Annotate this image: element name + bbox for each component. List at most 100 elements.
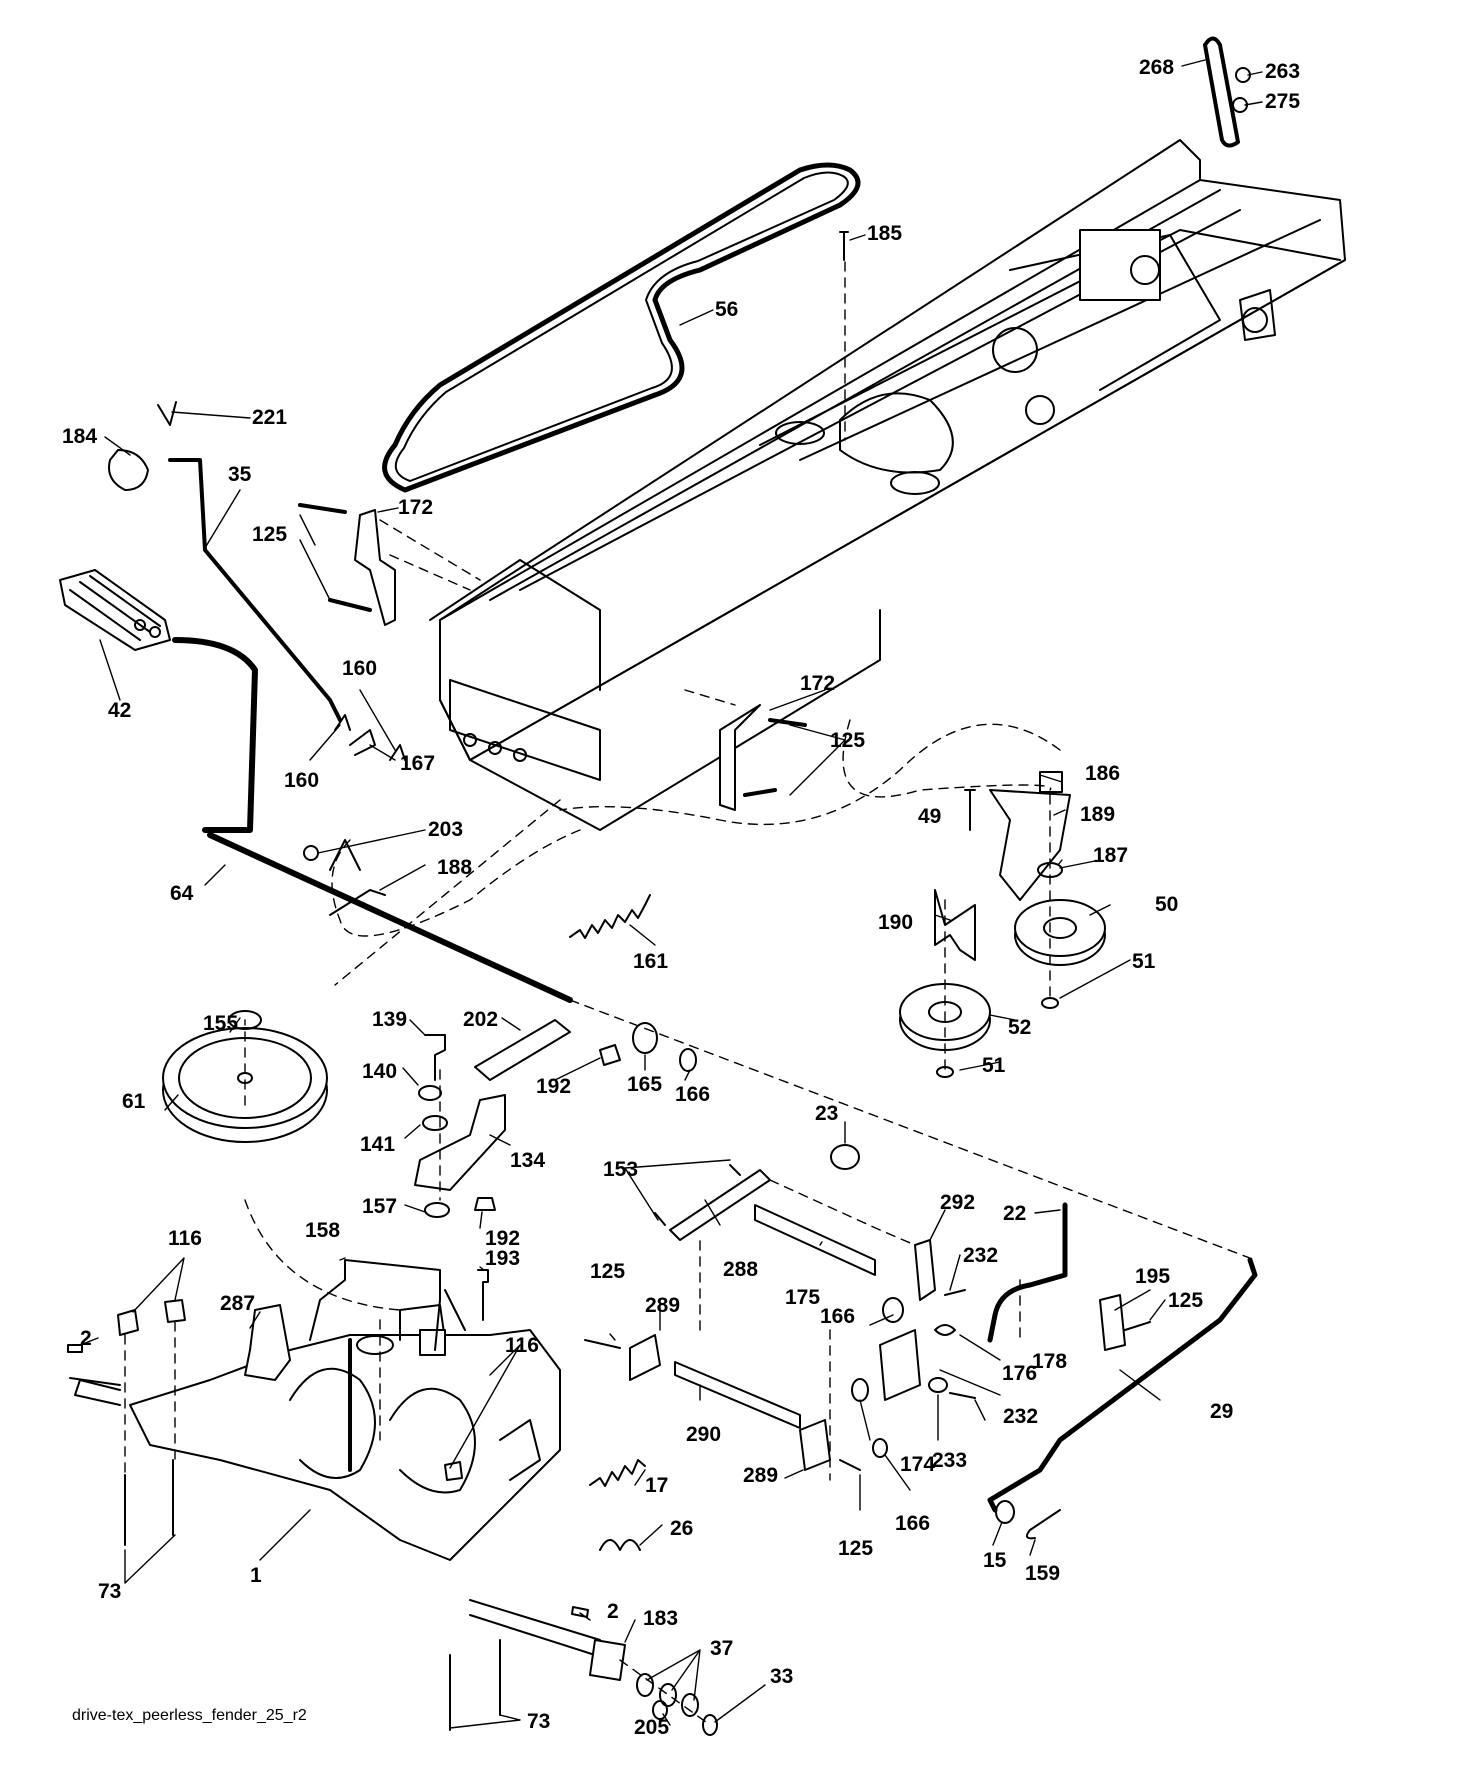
callout-116-top: 116	[168, 1227, 202, 1250]
key-2-a	[67, 1344, 83, 1353]
callout-73-bottom: 73	[527, 1710, 550, 1733]
pulley-50	[1014, 899, 1106, 966]
pedal-arm-64	[172, 637, 573, 1003]
bolt-139	[424, 1034, 446, 1081]
nut-116-c	[444, 1461, 463, 1481]
bolt-125-f	[584, 1339, 621, 1349]
ring-155	[228, 1010, 262, 1030]
washer-166-b	[882, 1297, 904, 1323]
callout-125-mid: 125	[1168, 1289, 1203, 1312]
bracket-289-b	[799, 1419, 831, 1471]
bolt-125-c	[768, 718, 807, 727]
callout-232-lower: 232	[1003, 1405, 1038, 1428]
callout-288: 288	[723, 1258, 758, 1281]
callout-153: 153	[603, 1158, 638, 1181]
clip-33	[702, 1714, 718, 1736]
callout-141: 141	[360, 1133, 395, 1156]
callout-174: 174	[900, 1453, 935, 1476]
bushing-183	[589, 1639, 626, 1681]
bracket-158	[309, 1259, 466, 1351]
bracket-289-a	[629, 1334, 661, 1381]
callout-125-left: 125	[252, 523, 287, 546]
callout-289-upper: 289	[645, 1294, 680, 1317]
callout-289-lower: 289	[743, 1464, 778, 1487]
callout-56: 56	[715, 298, 738, 321]
washer-37-b	[659, 1683, 677, 1707]
callout-195: 195	[1135, 1265, 1170, 1288]
callout-52: 52	[1008, 1016, 1031, 1039]
pedal-pad-42	[59, 569, 171, 651]
cotter-pin-159	[1025, 1509, 1061, 1540]
leader-lines	[79, 59, 1263, 1729]
cable-268	[1203, 36, 1251, 148]
callout-167: 167	[400, 752, 435, 775]
callout-233: 233	[932, 1449, 967, 1472]
callout-64: 64	[170, 882, 194, 905]
callout-189: 189	[1080, 803, 1115, 826]
nut-116-b	[164, 1299, 186, 1323]
callout-185: 185	[867, 222, 902, 245]
callout-2-left: 2	[80, 1327, 92, 1350]
pulley-61	[162, 1027, 328, 1143]
bracket-134	[414, 1094, 506, 1191]
belt-56	[382, 162, 861, 493]
clip-160-b	[334, 714, 351, 731]
bolt-125-a	[298, 503, 347, 514]
callout-50: 50	[1155, 893, 1178, 916]
washer-205	[652, 1700, 668, 1720]
shaft-202	[474, 1019, 571, 1081]
callout-203: 203	[428, 818, 463, 841]
shaft-290	[674, 1361, 801, 1429]
callout-26: 26	[670, 1517, 693, 1540]
washer-37-a	[636, 1673, 654, 1697]
callout-165: 165	[627, 1073, 662, 1096]
frame-chassis	[429, 139, 1346, 831]
callout-166-lower: 166	[895, 1512, 930, 1535]
washer-166-a	[679, 1048, 697, 1072]
callout-51-upper: 51	[1132, 950, 1156, 973]
callout-22: 22	[1003, 1202, 1026, 1225]
callout-134: 134	[510, 1149, 545, 1172]
callout-159: 159	[1025, 1562, 1060, 1585]
callout-160-bottom: 160	[284, 769, 319, 792]
bolt-185	[839, 231, 849, 261]
shaft-175	[754, 1204, 876, 1276]
callout-15: 15	[983, 1549, 1007, 1572]
bracket-172-left	[354, 509, 396, 626]
nut-192-b	[474, 1197, 496, 1211]
bracket-292	[914, 1239, 936, 1301]
bolt-125-e	[1124, 1321, 1151, 1331]
cap-184	[108, 449, 149, 491]
callout-42: 42	[108, 699, 131, 722]
callout-202: 202	[463, 1008, 498, 1031]
washer-166-c	[872, 1438, 888, 1458]
callout-190: 190	[878, 911, 913, 934]
washer-233	[928, 1377, 948, 1393]
nut-192-a	[599, 1044, 621, 1066]
rod-188	[329, 889, 386, 916]
bracket-190	[934, 889, 976, 961]
callout-268: 268	[1139, 56, 1174, 79]
bolt-232-a	[944, 1289, 966, 1296]
brake-rod-35	[168, 458, 342, 722]
diagram-caption: drive-tex_peerless_fender_25_r2	[72, 1707, 307, 1724]
bolt-232-b	[949, 1392, 976, 1399]
washer-157	[424, 1202, 450, 1218]
transmission-1	[69, 1304, 601, 1656]
callout-33: 33	[770, 1665, 793, 1688]
callout-140: 140	[362, 1060, 397, 1083]
assembly-lines	[124, 261, 1256, 1726]
callout-125-right: 125	[830, 729, 865, 752]
bolt-125-d	[743, 788, 777, 797]
idler-arm-189	[989, 789, 1071, 901]
clip-221	[157, 401, 177, 426]
callout-187: 187	[1093, 844, 1128, 867]
callout-192-upper: 192	[536, 1075, 571, 1098]
callout-2-right: 2	[607, 1600, 619, 1623]
bolt-125-g	[839, 1459, 861, 1471]
spring-26	[599, 1539, 641, 1551]
spring-178	[934, 1324, 956, 1336]
callout-49: 49	[918, 805, 941, 828]
callout-186: 186	[1085, 762, 1120, 785]
